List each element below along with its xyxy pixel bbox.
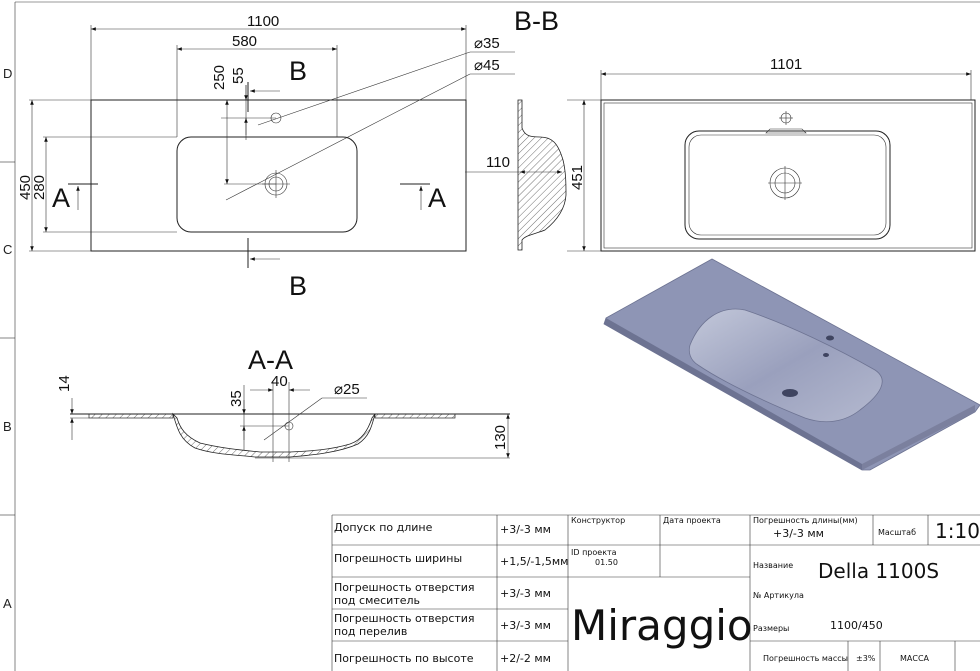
top-view: 1101 451 [567, 56, 976, 252]
dim-drain-hole: ⌀45 [474, 57, 500, 74]
mass-tolerance-label: Погрешность массы [763, 654, 848, 663]
mass-tolerance: ±3% [856, 654, 876, 663]
plan-view: 1100 580 450 280 250 55 ⌀35 ⌀45 A A B B [17, 13, 515, 301]
section-b-b: B-B 110 [465, 6, 567, 251]
tolerance-value: +1,5/-1,5мм [500, 555, 568, 568]
section-mark-b-top: B [289, 56, 307, 86]
dim-bowl-depth-bb: 110 [486, 154, 510, 171]
brand-logo: Miraggio [571, 601, 753, 650]
tolerance-label: Погрешность по высоте [334, 652, 474, 665]
dim-overflow-height: 35 [228, 390, 245, 407]
name-label: Название [753, 561, 793, 570]
dim-top-depth: 451 [569, 165, 586, 190]
tolerance-value: +3/-3 мм [500, 523, 551, 536]
tolerance-value: +3/-3 мм [500, 587, 551, 600]
section-mark-a-right: A [428, 183, 446, 213]
section-mark-b-bottom: B [289, 271, 307, 301]
zone-label: D [3, 66, 12, 81]
length-tolerance-label: Погрешность длины(мм) [753, 516, 858, 525]
tolerance-value: +2/-2 мм [500, 652, 551, 665]
dim-bowl-width: 580 [232, 33, 257, 50]
tolerance-label: под перелив [334, 625, 407, 638]
dim-tap-hole: ⌀35 [474, 35, 500, 52]
dim-tap-offset: 55 [230, 67, 247, 84]
title-block: Допуск по длине +3/-3 мм Погрешность шир… [331, 514, 980, 671]
mass-label: МАССА [900, 654, 930, 663]
size-label: Размеры [753, 624, 789, 633]
project-id: 01.50 [595, 558, 618, 567]
tolerance-label: Допуск по длине [334, 521, 433, 534]
scale-label: Масштаб [878, 528, 916, 537]
dim-overflow-hole: ⌀25 [334, 381, 360, 398]
section-a-a-title: A-A [248, 345, 293, 375]
tolerance-label: Погрешность ширины [334, 552, 462, 565]
article-label: № Артикула [753, 591, 804, 600]
dim-height: 130 [492, 425, 509, 450]
size-value: 1100/450 [830, 619, 883, 632]
scale-value: 1:10 [935, 519, 980, 543]
tolerance-value: +3/-3 мм [500, 619, 551, 632]
tolerance-label: под смеситель [334, 594, 420, 607]
zone-label: B [3, 419, 12, 434]
dim-bowl-depth: 280 [31, 175, 48, 200]
designer-label: Конструктор [571, 516, 625, 525]
section-a-a: A-A 40 35 ⌀25 14 130 [56, 345, 510, 462]
tolerance-label: Погрешность отверстия [334, 581, 475, 594]
project-id-label: ID проекта [571, 548, 617, 557]
dim-drain-offset: 250 [211, 65, 228, 90]
dim-overall-width: 1100 [247, 13, 279, 30]
sink-3d-render [603, 258, 980, 471]
dim-overflow-offset: 40 [271, 373, 288, 390]
zone-label: A [3, 596, 12, 611]
dim-top-width: 1101 [770, 56, 802, 73]
zone-label: C [3, 242, 12, 257]
project-date-label: Дата проекта [663, 516, 721, 525]
product-name: Della 1100S [818, 559, 939, 583]
length-tolerance: +3/-3 мм [773, 527, 824, 540]
tolerance-label: Погрешность отверстия [334, 612, 475, 625]
dim-depth: 450 [17, 175, 34, 200]
dim-thickness: 14 [56, 375, 73, 392]
section-mark-a-left: A [52, 183, 70, 213]
section-b-b-title: B-B [514, 6, 559, 36]
